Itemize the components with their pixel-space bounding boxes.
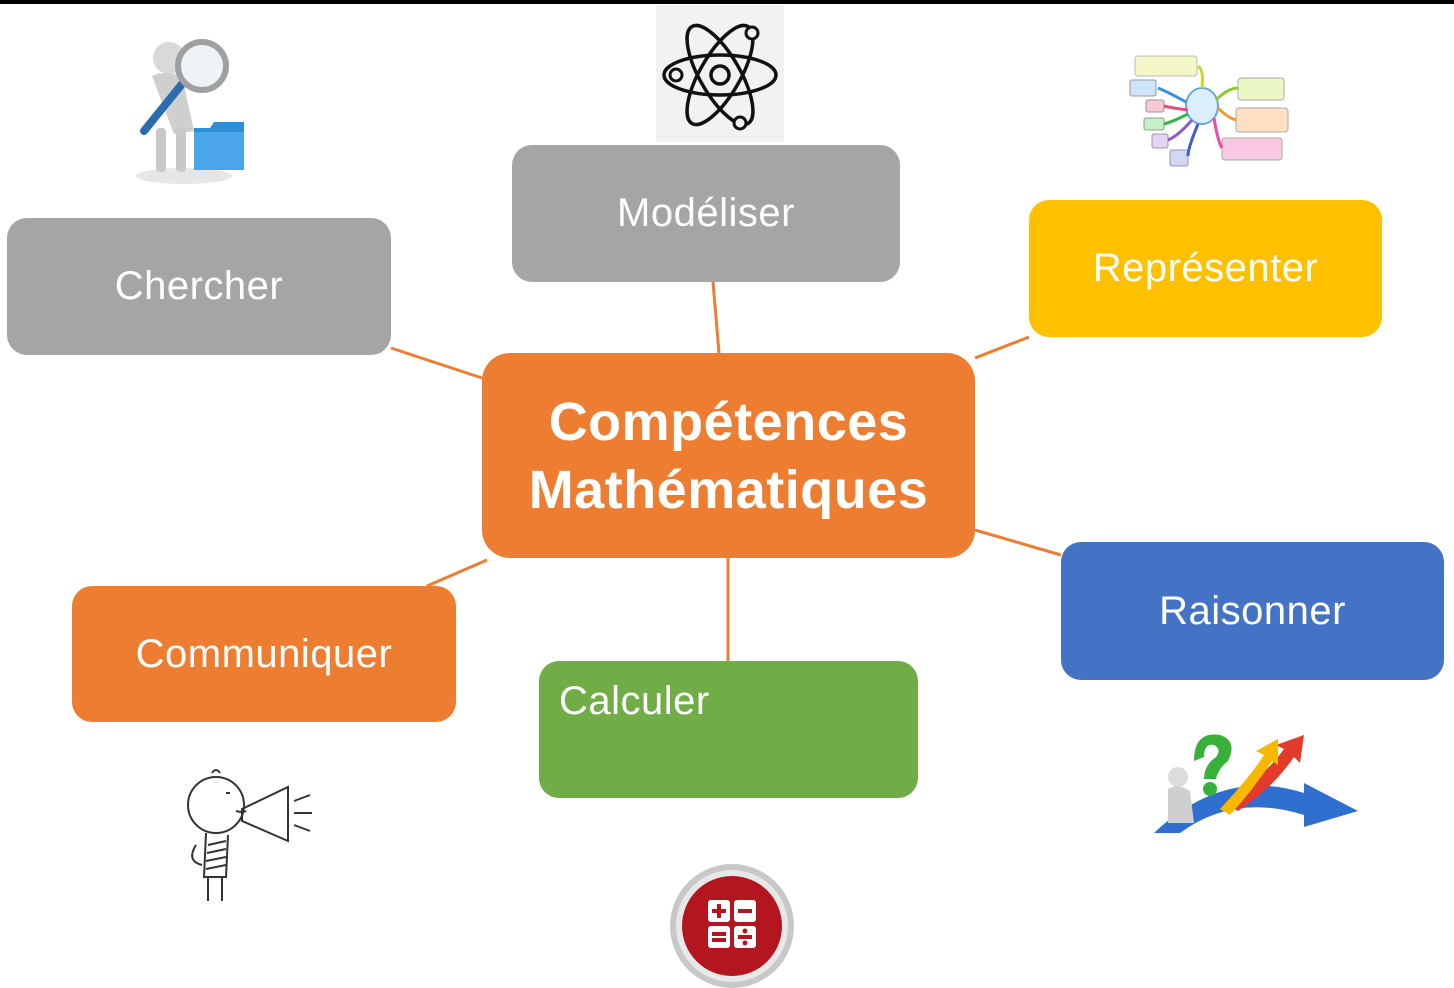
node-chercher: Chercher (7, 218, 391, 355)
connector-representer (974, 335, 1030, 360)
node-raisonner: Raisonner (1061, 542, 1444, 680)
node-representer: Représenter (1029, 200, 1382, 337)
connector-raisonner (974, 528, 1062, 557)
megaphone-person-icon (176, 765, 316, 905)
magnifier-person-icon (124, 36, 264, 189)
connector-communiquer (426, 558, 488, 588)
node-communiquer-label: Communiquer (135, 631, 393, 676)
atom-icon (656, 5, 784, 142)
connector-modeliser (711, 281, 721, 354)
center-title-line1: Compétences (548, 391, 909, 452)
node-communiquer: Communiquer (72, 586, 456, 722)
connector-chercher (390, 346, 483, 380)
question-arrows-icon (1154, 727, 1358, 833)
node-calculer: Calculer (539, 661, 918, 798)
node-chercher-label: Chercher (114, 264, 284, 308)
node-calculer-label: Calculer (559, 679, 710, 723)
calculator-icon (664, 858, 800, 988)
node-modeliser: Modéliser (512, 145, 900, 282)
center-title-line2: Mathématiques (528, 459, 929, 520)
node-modeliser-label: Modéliser (617, 191, 795, 235)
node-representer-label: Représenter (1092, 246, 1319, 290)
center-node: Compétences Mathématiques (482, 353, 975, 558)
top-border-line (0, 0, 1454, 4)
mind-map-icon (1128, 52, 1292, 170)
node-raisonner-label: Raisonner (1159, 588, 1346, 633)
